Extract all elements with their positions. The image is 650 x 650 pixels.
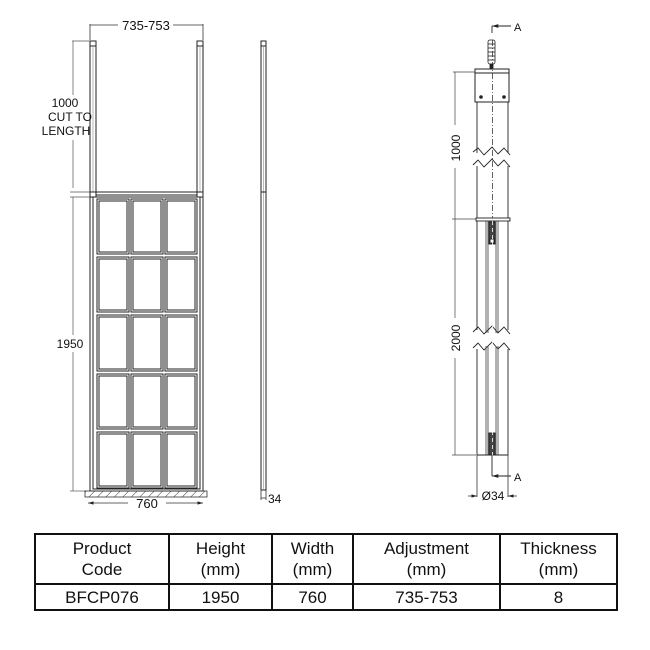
diameter-dimension: [468, 455, 517, 498]
section-marker-top-label: A: [514, 22, 522, 34]
header-width: Width (mm): [271, 533, 354, 585]
header-thickness: Thickness (mm): [499, 533, 618, 585]
section-marker-top: [491, 24, 511, 33]
spec-table: Product Code Height (mm) Width (mm) Adju…: [34, 533, 618, 611]
technical-drawing: 735-753 1000 CUT TO LENGTH 1950: [42, 18, 522, 511]
ceiling-post-length-label-3: LENGTH: [42, 124, 91, 138]
section-dimension-lines: [452, 71, 476, 456]
spec-table-header-row: Product Code Height (mm) Width (mm) Adju…: [34, 533, 618, 585]
side-depth-label: 34: [268, 492, 282, 506]
wall-plug: [487, 39, 496, 70]
upper-length-label: 1000: [449, 134, 463, 161]
ceiling-post-length-label-1: 1000: [52, 96, 79, 110]
height-dimension-lines: [70, 40, 90, 492]
section-marker-bottom-label: A: [514, 472, 522, 484]
ceiling-post-length-label-2: CUT TO: [48, 110, 92, 124]
table-row: BFCP076 1950 760 735-753 8: [34, 583, 618, 611]
lower-tube: [472, 221, 511, 480]
ceiling-post-left: [89, 40, 97, 193]
cell-thickness: 8: [499, 583, 618, 611]
panel-width-label: 760: [136, 496, 158, 511]
tube-collar: [475, 217, 511, 222]
width-adjustment-label: 735-753: [122, 18, 170, 33]
cell-width: 760: [271, 583, 354, 611]
header-adjustment: Adjustment (mm): [352, 533, 501, 585]
front-view: 735-753 1000 CUT TO LENGTH 1950: [42, 18, 208, 511]
ceiling-bracket: [474, 68, 510, 103]
cell-adjustment: 735-753: [352, 583, 501, 611]
header-height: Height (mm): [168, 533, 273, 585]
width-adjustment-dimension: [89, 24, 204, 40]
section-view: A: [449, 22, 522, 503]
floor-hatch: [84, 490, 208, 498]
cell-product-code: BFCP076: [34, 583, 170, 611]
lower-length-label: 2000: [449, 324, 463, 351]
side-view: 34: [260, 40, 282, 506]
upper-tube: [472, 40, 511, 220]
panel-height-label: 1950: [57, 337, 84, 351]
ceiling-post-right: [196, 40, 204, 193]
diameter-label: Ø34: [482, 489, 505, 503]
header-product-code: Product Code: [34, 533, 170, 585]
glass-panes: [96, 198, 198, 489]
cell-height: 1950: [168, 583, 273, 611]
